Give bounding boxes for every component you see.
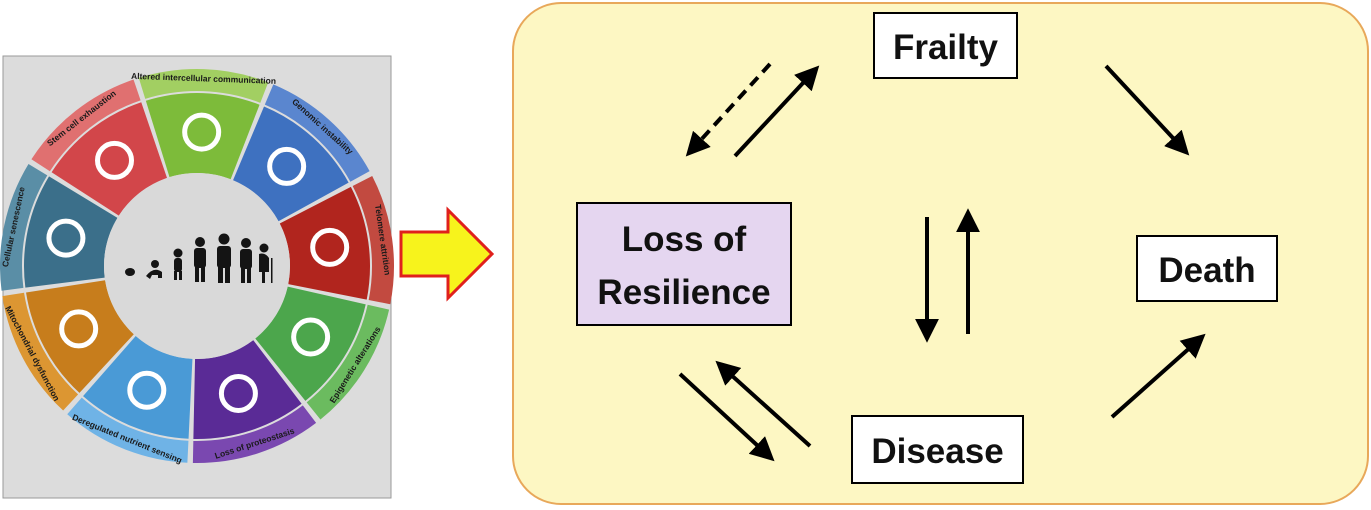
arrow-disease-to-loss <box>715 360 812 448</box>
wheel-segment-inner <box>193 340 302 440</box>
wheel-segment-outer <box>2 292 79 411</box>
arrow-loss-to-disease <box>678 372 775 462</box>
maple-leaf-icon <box>46 218 86 258</box>
wheel-segment-inner <box>83 335 193 439</box>
wheel-segment-outer <box>67 397 189 463</box>
wheel-segment-inner <box>26 280 134 393</box>
node-frailty: Frailty <box>873 12 1018 79</box>
human-silhouettes-icon <box>125 233 273 283</box>
stem-cell-icon <box>95 140 135 180</box>
wheel-segment-outer <box>352 175 394 305</box>
wheel-segment-outer <box>306 304 390 420</box>
cells-icon <box>182 112 222 152</box>
loss-label-line1: Loss of <box>622 220 747 259</box>
wheel-segment-outer <box>264 84 370 182</box>
wheel-segment: Stem cell exhaustion <box>31 79 168 216</box>
chromosome-icon <box>310 227 350 267</box>
node-death: Death <box>1136 235 1278 302</box>
arrow-disease-to-death <box>1110 333 1206 419</box>
wheel-segment-inner <box>233 106 349 222</box>
wheel-segment: Telomere attrition <box>279 175 394 305</box>
arrow-loss-to-frailty <box>733 65 820 158</box>
transition-arrow <box>399 206 495 302</box>
wheel-segment-outer <box>138 69 269 103</box>
wheel-segment: Altered intercellular communication <box>131 69 276 180</box>
dna-icon <box>267 146 307 186</box>
death-label: Death <box>1158 251 1255 290</box>
wheel-segment-inner <box>51 102 168 216</box>
protein-icon <box>218 373 258 413</box>
nucleosome-icon <box>291 317 331 357</box>
wheel-segment-inner <box>145 93 260 180</box>
node-loss-of-resilience: Loss of Resilience <box>576 202 792 326</box>
wheel-segment-outer <box>0 163 48 291</box>
wheel-segment-outer <box>192 405 317 463</box>
mitochondrion-icon <box>59 309 99 349</box>
disease-label: Disease <box>871 432 1003 471</box>
loss-label-line2: Resilience <box>597 273 770 312</box>
wheel-segment-outer <box>31 79 141 172</box>
wheel-segment-inner <box>255 286 366 401</box>
wheel-segment-inner <box>24 176 118 288</box>
arrow-frailty-to-loss-dashed <box>685 62 772 157</box>
fork-knife-icon <box>127 370 167 410</box>
frailty-label: Frailty <box>893 28 999 67</box>
wheel-segment: Cellular senescence <box>0 163 118 291</box>
arrow-frailty-to-death <box>1104 64 1190 156</box>
wheel-segment-inner <box>279 186 370 300</box>
node-disease: Disease <box>851 415 1024 484</box>
